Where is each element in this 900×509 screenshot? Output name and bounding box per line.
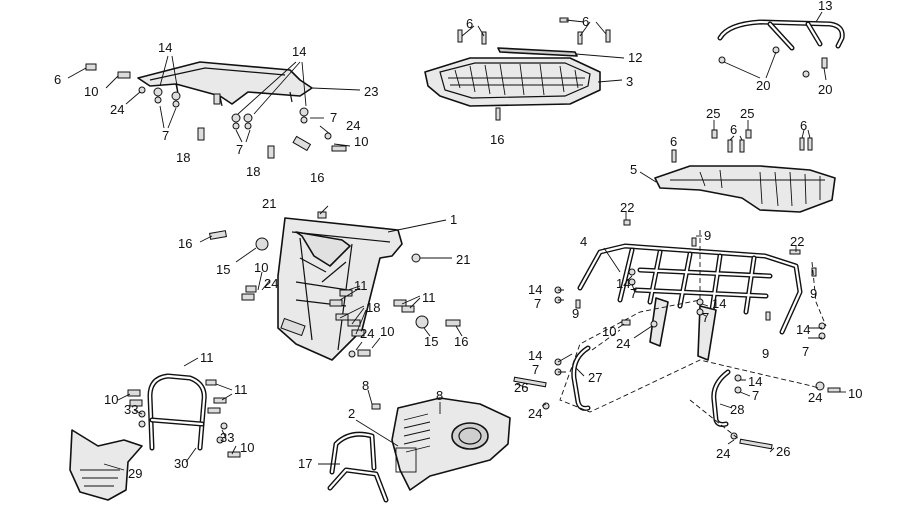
callout: 27	[588, 370, 602, 385]
callout: 24	[360, 326, 374, 341]
callout: 13	[818, 0, 832, 13]
callout: 11	[422, 290, 436, 305]
callout: 14	[528, 348, 542, 363]
callout: 16	[178, 236, 192, 251]
callout: 20	[818, 82, 832, 97]
callout: 6	[466, 16, 473, 31]
callout: 29	[128, 466, 142, 481]
callout: 6	[582, 14, 589, 29]
guard-rail-small	[717, 19, 845, 51]
callout: 10	[84, 84, 98, 99]
callout: 7	[162, 128, 169, 143]
callout: 24	[616, 336, 630, 351]
callout: 24	[346, 118, 360, 133]
callout: 10	[848, 386, 862, 401]
callout: 6	[670, 134, 677, 149]
bracket-left	[571, 345, 591, 411]
callout: 23	[364, 84, 378, 99]
callout: 21	[456, 252, 470, 267]
callout: 22	[620, 200, 634, 215]
callout: 10	[104, 392, 118, 407]
callout: 5	[630, 162, 637, 177]
assembly-dashed-lines	[559, 230, 827, 441]
callout: 14	[712, 296, 726, 311]
callout: 6	[54, 72, 61, 87]
leader-lines	[67, 11, 846, 471]
callout: 10	[254, 260, 268, 275]
callout: 30	[174, 456, 188, 471]
callout: 16	[310, 170, 324, 185]
rear-rack-frame	[577, 243, 803, 361]
callout: 20	[756, 78, 770, 93]
callout: 6	[730, 122, 737, 137]
callout: 14	[292, 44, 306, 59]
callout: 21	[262, 196, 276, 211]
rear-carrier-rack	[137, 61, 313, 107]
callout: 33	[124, 402, 138, 417]
callout: 24	[716, 446, 730, 461]
callout: 18	[176, 150, 190, 165]
callout: 7	[702, 310, 709, 325]
callout: 11	[234, 382, 248, 397]
callout: 33	[220, 430, 234, 445]
callout-labels: 14 14 6 10 24 7 23 7 7 24 10 18 18 16 6 …	[54, 0, 862, 481]
front-guard-bar	[147, 373, 207, 451]
callout: 15	[216, 262, 230, 277]
callout: 22	[790, 234, 804, 249]
callout: 25	[740, 106, 754, 121]
callout: 26	[776, 444, 790, 459]
callout: 17	[298, 456, 312, 471]
callout: 24	[808, 390, 822, 405]
callout: 10	[602, 324, 616, 339]
callout: 24	[110, 102, 124, 117]
callout: 10	[240, 440, 254, 455]
callout: 24	[264, 276, 278, 291]
callout: 7	[236, 142, 243, 157]
callout: 9	[810, 286, 817, 301]
callout: 9	[572, 306, 579, 321]
callout: 9	[704, 228, 711, 243]
callout: 7	[630, 286, 637, 301]
callout: 14	[528, 282, 542, 297]
callout: 11	[200, 350, 214, 365]
rear-storage-tray	[654, 165, 836, 213]
callout: 15	[424, 334, 438, 349]
callout: 7	[330, 110, 337, 125]
callout: 26	[514, 380, 528, 395]
callout: 24	[528, 406, 542, 421]
front-fairing	[391, 397, 511, 491]
callout: 7	[752, 388, 759, 403]
callout: 8	[362, 378, 369, 393]
callout: 10	[354, 134, 368, 149]
callout: 8	[436, 388, 443, 403]
callout: 6	[800, 118, 807, 133]
callout: 14	[796, 322, 810, 337]
front-storage-tray	[424, 57, 601, 107]
callout: 10	[380, 324, 394, 339]
front-bumper-frame	[277, 217, 403, 361]
callout: 4	[580, 234, 587, 249]
callout: 14	[616, 276, 630, 291]
callout: 14	[158, 40, 172, 55]
callout: 2	[348, 406, 355, 421]
callout: 3	[626, 74, 633, 89]
callout: 18	[366, 300, 380, 315]
lower-guard-bar	[327, 431, 389, 503]
callout: 9	[762, 346, 769, 361]
callout: 7	[802, 344, 809, 359]
callout: 16	[454, 334, 468, 349]
callout: 12	[628, 50, 642, 65]
callout: 11	[354, 278, 368, 293]
callout: 7	[534, 296, 541, 311]
callout: 16	[490, 132, 504, 147]
callout: 18	[246, 164, 260, 179]
tray-trim-strip	[497, 47, 578, 57]
callout: 28	[730, 402, 744, 417]
callout: 7	[532, 362, 539, 377]
callout: 14	[748, 374, 762, 389]
callout: 1	[450, 212, 457, 227]
callout: 25	[706, 106, 720, 121]
